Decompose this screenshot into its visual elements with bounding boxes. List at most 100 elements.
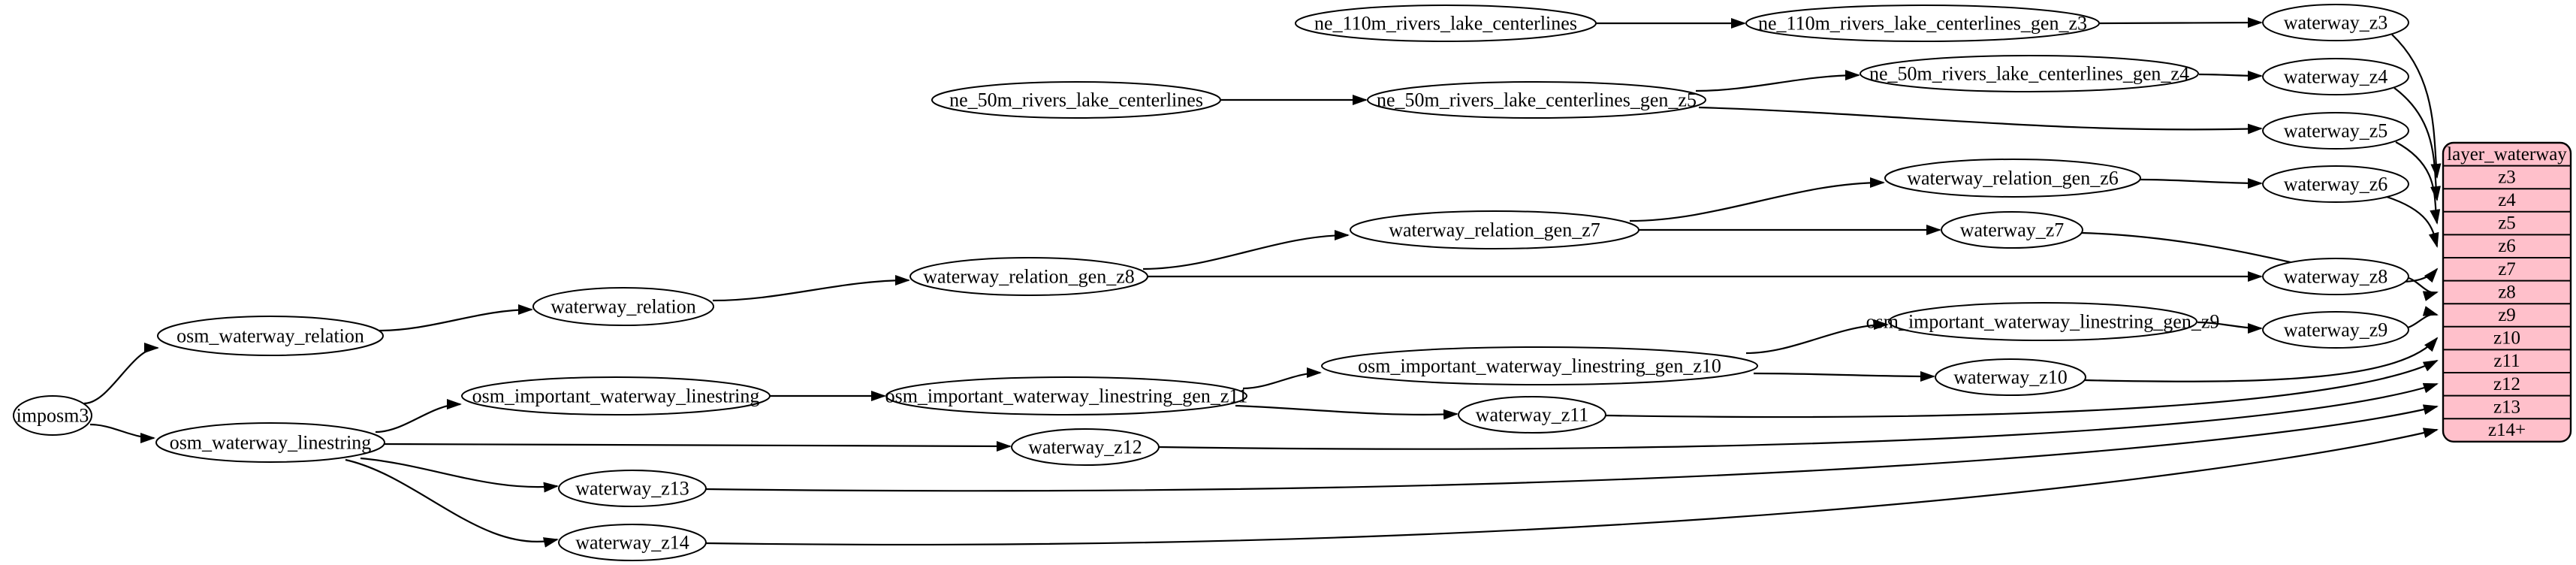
table-row-z10: z10 (2493, 328, 2520, 349)
node-ellipse-osm_important_waterway_linestring_gen_z9 (1888, 302, 2197, 341)
node-ellipse-waterway_z6 (2262, 165, 2409, 203)
node-ne_50m_rivers_lake_centerlines_gen_z4: ne_50m_rivers_lake_centerlines_gen_z4 (1860, 55, 2199, 92)
edge-waterway_z3-to-row-z3 (2391, 34, 2442, 179)
node-label-waterway_z14: waterway_z14 (575, 532, 689, 554)
edge-waterway_z13-to-row-z13 (705, 404, 2439, 492)
node-ellipse-waterway_z12 (1011, 428, 1160, 466)
edge-waterway_z9-to-row-z9 (2407, 306, 2439, 329)
node-ellipse-waterway_z11 (1458, 396, 1606, 434)
node-label-ne_110m_rivers_lake_centerlines: ne_110m_rivers_lake_centerlines (1314, 13, 1577, 35)
edge-osm_waterway_linestring-to-waterway_z12 (384, 440, 1012, 452)
edge-waterway_relation_gen_z8-to-waterway_relation_gen_z7 (1142, 230, 1350, 270)
node-ellipse-waterway_relation (532, 287, 714, 326)
layer-waterway-table-title: layer_waterway (2447, 144, 2567, 165)
node-ellipse-osm_important_waterway_linestring_gen_z11 (885, 376, 1247, 415)
table-row-z3: z3 (2498, 167, 2516, 187)
node-ellipse-imposm3 (13, 395, 92, 436)
node-waterway_relation: waterway_relation (532, 287, 714, 326)
node-ellipse-waterway_z13 (558, 470, 707, 507)
edge-osm_important_waterway_linestring_gen_z10-to-waterway_z10 (1753, 370, 1935, 382)
node-waterway_z9: waterway_z9 (2262, 311, 2409, 349)
edge-osm_waterway_relation-to-waterway_relation (379, 304, 533, 332)
node-waterway_z13: waterway_z13 (558, 470, 707, 507)
node-ellipse-ne_50m_rivers_lake_centerlines_gen_z4 (1860, 55, 2199, 92)
node-ellipse-waterway_z7 (1941, 211, 2083, 249)
edge-osm_waterway_linestring-to-waterway_z14 (345, 458, 559, 548)
table-row-z7: z7 (2498, 259, 2516, 279)
edge-imposm3-to-osm_waterway_linestring (89, 423, 155, 443)
node-label-waterway_z7: waterway_z7 (1960, 219, 2065, 241)
table-layer: layer_waterwayz3z4z5z6z7z8z9z10z11z12z13… (2442, 141, 2572, 443)
node-waterway_z11: waterway_z11 (1458, 396, 1606, 434)
node-label-waterway_z13: waterway_z13 (575, 478, 689, 500)
node-label-waterway_z9: waterway_z9 (2284, 319, 2388, 341)
node-ellipse-waterway_relation_gen_z7 (1350, 210, 1639, 249)
node-label-osm_waterway_linestring: osm_waterway_linestring (170, 432, 372, 454)
node-ne_50m_rivers_lake_centerlines: ne_50m_rivers_lake_centerlines (931, 81, 1221, 119)
edge-osm_important_waterway_linestring_gen_z11-to-osm_important_waterway_linestring_gen_z10 (1242, 367, 1322, 390)
edge-osm_important_waterway_linestring_gen_z11-to-waterway_z11 (1235, 404, 1458, 420)
table-row-z4: z4 (2498, 190, 2516, 210)
edge-imposm3-to-osm_waterway_relation (83, 343, 159, 405)
edge-waterway_z12-to-row-z12 (1158, 382, 2439, 450)
node-ellipse-waterway_z5 (2262, 112, 2409, 150)
node-label-waterway_z5: waterway_z5 (2284, 120, 2388, 142)
node-label-waterway_z8: waterway_z8 (2284, 266, 2388, 288)
node-ne_110m_rivers_lake_centerlines_gen_z3: ne_110m_rivers_lake_centerlines_gen_z3 (1745, 5, 2100, 42)
layer-waterway-table (2442, 141, 2572, 443)
edge-ne_50m_rivers_lake_centerlines_gen_z4-to-waterway_z4 (2198, 70, 2263, 81)
table-row-z5: z5 (2498, 213, 2516, 234)
edge-ne_50m_rivers_lake_centerlines_gen_z5-to-ne_50m_rivers_lake_centerlines_gen_z4 (1695, 70, 1860, 92)
node-ellipse-ne_50m_rivers_lake_centerlines_gen_z5 (1367, 81, 1706, 119)
node-label-ne_50m_rivers_lake_centerlines_gen_z4: ne_50m_rivers_lake_centerlines_gen_z4 (1869, 63, 2189, 85)
node-waterway_z4: waterway_z4 (2262, 58, 2409, 95)
table-row-z8: z8 (2498, 282, 2516, 302)
node-ellipse-waterway_z8 (2262, 258, 2409, 295)
edge-osm_waterway_linestring-to-osm_important_waterway_linestring (375, 399, 462, 434)
nodes-layer: imposm3 osm_waterway_relation osm_waterway… (13, 4, 2409, 561)
node-label-imposm3: imposm3 (17, 405, 89, 427)
node-label-waterway_relation_gen_z6: waterway_relation_gen_z6 (1907, 168, 2119, 189)
edge-osm_waterway_linestring-to-waterway_z13 (360, 457, 559, 493)
node-ellipse-waterway_z4 (2262, 58, 2409, 95)
table-row-z13: z13 (2493, 397, 2520, 417)
node-label-osm_waterway_relation: osm_waterway_relation (176, 325, 364, 347)
node-waterway_z10: waterway_z10 (1935, 358, 2086, 396)
table-row-z9: z9 (2498, 305, 2516, 325)
node-waterway_z12: waterway_z12 (1011, 428, 1160, 466)
edge-waterway_relation_gen_z6-to-waterway_z6 (2140, 177, 2263, 189)
node-ellipse-waterway_relation_gen_z8 (909, 257, 1148, 296)
node-osm_important_waterway_linestring_gen_z9: osm_important_waterway_linestring_gen_z9 (1866, 302, 2219, 341)
node-imposm3: imposm3 (13, 395, 92, 436)
node-label-ne_50m_rivers_lake_centerlines_gen_z5: ne_50m_rivers_lake_centerlines_gen_z5 (1377, 89, 1697, 111)
node-waterway_z7: waterway_z7 (1941, 211, 2083, 249)
edge-waterway_relation-to-waterway_relation_gen_z8 (712, 275, 910, 302)
node-osm_waterway_linestring: osm_waterway_linestring (155, 422, 385, 463)
table-row-z14+: z14+ (2488, 420, 2526, 440)
edge-waterway_z11-to-row-z11 (1605, 360, 2439, 418)
node-waterway_relation_gen_z7: waterway_relation_gen_z7 (1350, 210, 1639, 249)
node-label-waterway_z3: waterway_z3 (2284, 12, 2388, 34)
node-label-waterway_relation_gen_z8: waterway_relation_gen_z8 (923, 266, 1135, 288)
edge-osm_important_waterway_linestring_gen_z9-to-waterway_z9 (2197, 321, 2263, 334)
node-ellipse-waterway_z14 (558, 524, 707, 561)
node-label-osm_important_waterway_linestring_gen_z10: osm_important_waterway_linestring_gen_z1… (1358, 355, 1721, 377)
edge-waterway_relation_gen_z7-to-waterway_relation_gen_z6 (1629, 177, 1885, 222)
node-ellipse-waterway_relation_gen_z6 (1884, 159, 2141, 198)
node-ellipse-ne_50m_rivers_lake_centerlines (931, 81, 1221, 119)
node-label-waterway_z11: waterway_z11 (1476, 404, 1589, 426)
node-waterway_relation_gen_z8: waterway_relation_gen_z8 (909, 257, 1148, 296)
node-ellipse-osm_important_waterway_linestring_gen_z10 (1321, 346, 1758, 385)
node-ne_110m_rivers_lake_centerlines: ne_110m_rivers_lake_centerlines (1295, 5, 1597, 42)
table-row-z12: z12 (2493, 374, 2520, 394)
edge-waterway_z4-to-row-z4 (2394, 87, 2441, 201)
node-ellipse-osm_waterway_relation (157, 316, 384, 356)
node-ne_50m_rivers_lake_centerlines_gen_z5: ne_50m_rivers_lake_centerlines_gen_z5 (1367, 81, 1706, 119)
node-waterway_z6: waterway_z6 (2262, 165, 2409, 203)
edge-waterway_z14-to-row-z14+ (705, 428, 2439, 545)
node-ellipse-waterway_z3 (2262, 4, 2409, 41)
edge-waterway_z5-to-row-z5 (2395, 141, 2441, 225)
node-waterway_z5: waterway_z5 (2262, 112, 2409, 150)
